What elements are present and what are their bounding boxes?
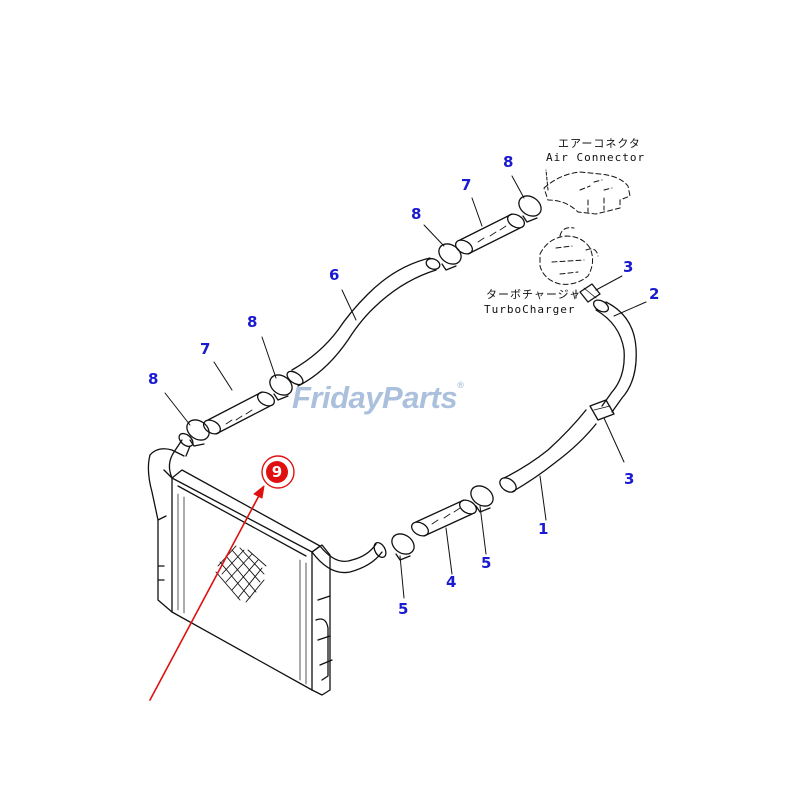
part-label-8: 8 [411,205,422,223]
part-label-3: 3 [624,470,635,488]
part-label-5: 5 [398,600,409,618]
turbocharger-label-jp: ターボチャージャ [486,288,582,301]
highlight-marker [149,455,295,701]
part-label-7: 7 [461,176,472,194]
part-label-9-highlighted: 9 [271,463,283,481]
watermark-reg: ® [457,380,464,390]
part-label-2: 2 [649,285,660,303]
leader-lines [164,169,647,599]
turbocharger-label-en: TurboCharger [484,303,576,316]
right-hose-run [391,283,637,561]
aftercooler-core [147,432,387,696]
part-label-7: 7 [200,340,211,358]
part-label-8: 8 [148,370,159,388]
part-label-4: 4 [446,573,457,591]
air-connector-label-en: Air Connector [546,151,646,164]
part-label-5: 5 [481,554,492,572]
part-label-8: 8 [503,153,514,171]
air-connector [543,171,631,215]
part-label-1: 1 [538,520,549,538]
fridayparts-watermark: FridayParts® [292,380,464,416]
watermark-brand: FridayParts [292,380,458,415]
part-label-3: 3 [623,258,634,276]
part-label-6: 6 [329,266,340,284]
part-label-8: 8 [247,313,258,331]
upper-hose-run [186,195,542,447]
turbocharger [539,227,599,285]
air-connector-label-jp: エアーコネクタ [558,137,641,150]
